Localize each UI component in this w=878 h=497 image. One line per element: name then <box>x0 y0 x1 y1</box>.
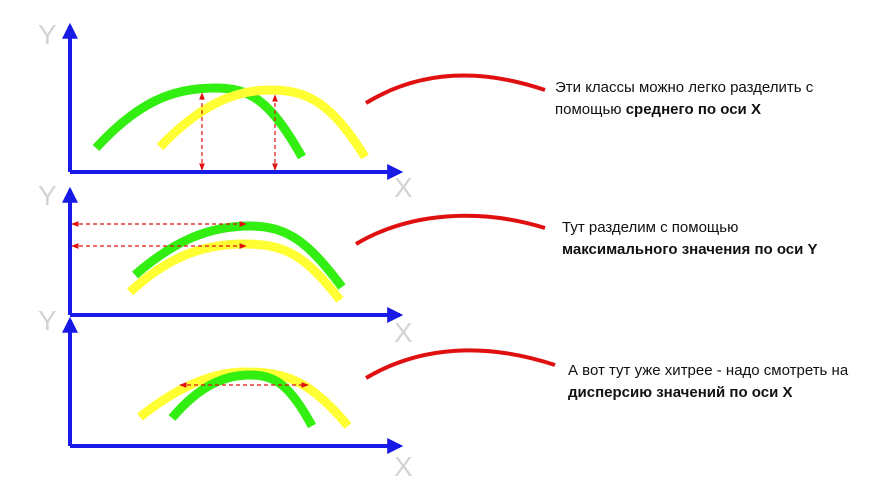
class-a-curve <box>168 370 316 429</box>
callout-line <box>354 213 546 246</box>
x-axis-label: X <box>394 451 413 482</box>
y-axis-label: Y <box>38 305 57 336</box>
annotation-emphasis: дисперсию значений по оси X <box>568 384 793 401</box>
annotation-emphasis: максимального значения по оси Y <box>562 241 818 258</box>
y-axis-label: Y <box>38 180 57 211</box>
annotation-panel-3: А вот тут уже хитрее - надо смотреть на … <box>568 360 873 404</box>
annotation-text: А вот тут уже хитрее - надо смотреть на <box>568 362 849 379</box>
panel-1: Y X <box>38 19 546 203</box>
class-b-curve <box>156 85 369 160</box>
x-axis-label: X <box>394 317 413 348</box>
class-a-curve <box>92 83 306 160</box>
annotation-text: Эти классы можно легко разделить с помощ… <box>555 79 814 118</box>
callout-line <box>364 73 546 105</box>
panel-3: Y X <box>38 305 556 482</box>
class-b-curve <box>137 367 352 429</box>
annotation-emphasis: среднего по оси X <box>625 101 761 118</box>
panel-2: Y X <box>38 180 546 348</box>
x-axis-label: X <box>394 172 413 203</box>
callout-line <box>364 348 556 380</box>
y-axis-label: Y <box>38 19 57 50</box>
annotation-panel-1: Эти классы можно легко разделить с помощ… <box>555 77 875 121</box>
annotation-text: Тут разделим с помощью <box>562 219 739 236</box>
class-a-curve <box>132 221 346 290</box>
annotation-panel-2: Тут разделим с помощью максимального зна… <box>562 217 872 261</box>
